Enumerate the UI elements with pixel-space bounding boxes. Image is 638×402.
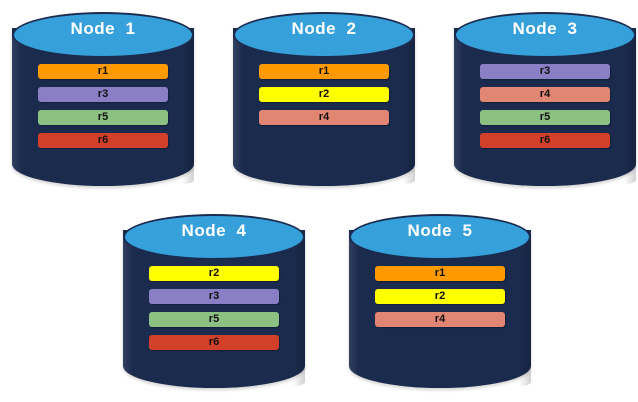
replica-bar[interactable]: r2 <box>375 289 505 304</box>
database-node-2[interactable]: Node 2 r1 r2 r4 <box>233 8 415 188</box>
cylinder-top-disc <box>123 214 305 260</box>
replica-bar[interactable]: r1 <box>375 266 505 281</box>
replica-bar[interactable]: r2 <box>259 87 389 102</box>
cylinder-top-disc <box>454 12 636 58</box>
replica-bar[interactable]: r4 <box>375 312 505 327</box>
database-node-5[interactable]: Node 5 r1 r2 r4 <box>349 210 531 390</box>
replica-bar[interactable]: r3 <box>480 64 610 79</box>
replica-list: r1 r3 r5 r6 <box>38 64 168 156</box>
cylinder-top-disc <box>233 12 415 58</box>
replica-bar[interactable]: r3 <box>38 87 168 102</box>
cylinder-top-disc <box>12 12 194 58</box>
replica-bar[interactable]: r6 <box>38 133 168 148</box>
replica-bar[interactable]: r2 <box>149 266 279 281</box>
node-label: Node 2 <box>291 19 357 38</box>
replica-list: r3 r4 r5 r6 <box>480 64 610 156</box>
replica-bar[interactable]: r6 <box>149 335 279 350</box>
replica-bar[interactable]: r1 <box>259 64 389 79</box>
database-node-1[interactable]: Node 1 r1 r3 r5 r6 <box>12 8 194 188</box>
replica-bar[interactable]: r3 <box>149 289 279 304</box>
node-label: Node 5 <box>407 221 473 240</box>
replica-bar[interactable]: r6 <box>480 133 610 148</box>
replica-bar[interactable]: r5 <box>38 110 168 125</box>
replica-bar[interactable]: r1 <box>38 64 168 79</box>
node-label: Node 4 <box>181 221 247 240</box>
replica-bar[interactable]: r5 <box>149 312 279 327</box>
replica-bar[interactable]: r4 <box>480 87 610 102</box>
replica-list: r1 r2 r4 <box>259 64 389 133</box>
database-node-3[interactable]: Node 3 r3 r4 r5 r6 <box>454 8 636 188</box>
database-node-4[interactable]: Node 4 r2 r3 r5 r6 <box>123 210 305 390</box>
cylinder-top-disc <box>349 214 531 260</box>
replica-list: r1 r2 r4 <box>375 266 505 335</box>
replica-bar[interactable]: r4 <box>259 110 389 125</box>
replica-bar[interactable]: r5 <box>480 110 610 125</box>
node-label: Node 3 <box>512 19 578 38</box>
replica-list: r2 r3 r5 r6 <box>149 266 279 358</box>
node-label: Node 1 <box>70 19 136 38</box>
